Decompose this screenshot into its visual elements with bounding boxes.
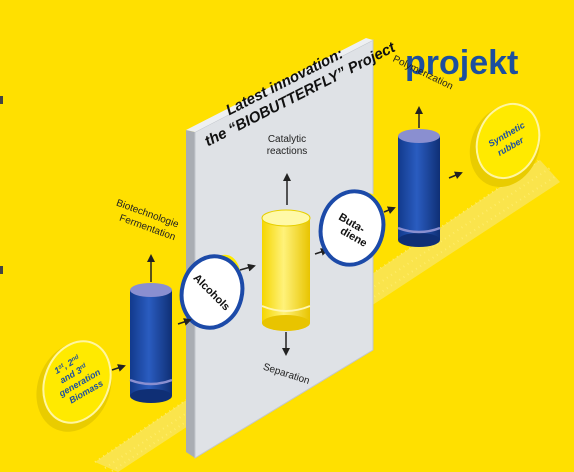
biomass-label-line-1: 1st, 2nd <box>52 353 81 376</box>
arrow-icon-to-fermentation <box>111 364 126 372</box>
butadiene-disc: Buta- diene <box>318 189 386 267</box>
yellow-reactor-cylinder <box>261 209 311 331</box>
catalytic-label-line-2: reactions <box>267 146 308 157</box>
arrow-icon-to-alcohols <box>177 318 192 326</box>
polymerization-cylinder <box>397 129 441 247</box>
cropped-text-fragment <box>0 266 3 274</box>
catalytic-label-line-1: Catalytic <box>268 134 306 145</box>
arrow-icon-to-polymerization <box>383 206 396 214</box>
fermentation-cylinder <box>129 283 173 403</box>
arrow-icon-to-rubber <box>448 171 463 179</box>
page-title: projekt <box>405 44 518 82</box>
biomass-disc: 1st, 2nd and 3rd generation Biomass <box>36 340 112 432</box>
alcohols-disc: Alcohols <box>179 254 245 330</box>
arrow-icon-to-reactor <box>239 263 256 272</box>
synthetic-rubber-disc: Synthetic rubber <box>469 103 541 187</box>
cropped-text-fragment <box>0 96 3 104</box>
